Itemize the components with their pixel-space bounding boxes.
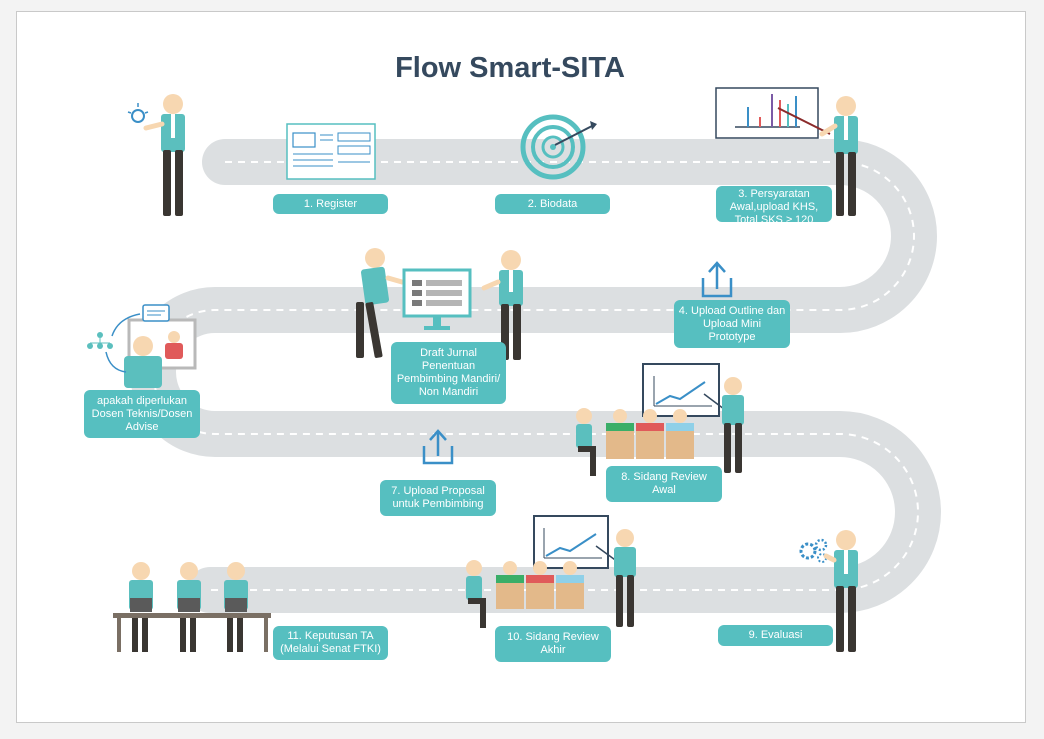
step-draft-jurnal-label: Draft Jurnal Penentuan Pembimbing Mandir… (391, 342, 506, 404)
road-center-dash (152, 161, 919, 591)
step-keputusan-ta-label: 11. Keputusan TA (Melalui Senat FTKI) (273, 626, 388, 660)
presentation-icon (466, 515, 636, 628)
person-presenter-icon (819, 96, 858, 216)
step-sidang-review-akhir-label: 10. Sidang Review Akhir (495, 626, 611, 662)
step-upload-proposal-label: 7. Upload Proposal untuk Pembimbing (380, 480, 496, 516)
presentation-icon (576, 363, 744, 476)
step-register-label: 1. Register (273, 194, 388, 214)
diagram-title: Flow Smart-SITA (395, 52, 625, 84)
target-icon (520, 114, 597, 180)
step-upload-outline-label: 4. Upload Outline dan Upload Mini Protot… (674, 300, 790, 348)
step-sidang-review-awal-label: 8. Sidang Review Awal (606, 466, 722, 502)
gears-icon (799, 538, 828, 563)
step-biodata-label: 2. Biodata (495, 194, 610, 214)
person-right-draft-icon (481, 250, 523, 360)
network-icon (87, 304, 197, 388)
step-dosen-teknis-label: apakah diperlukan Dosen Teknis/Dosen Adv… (84, 390, 200, 438)
step-evaluasi-label: 9. Evaluasi (718, 625, 833, 646)
committee-icon (113, 562, 271, 652)
step-persyaratan-label: 3. Persyaratan Awal,upload KHS, Total SK… (716, 186, 832, 222)
person-left-draft-icon (356, 248, 405, 358)
monitor-icon (402, 268, 472, 330)
chart-board-icon (715, 87, 831, 139)
person-idea-icon (127, 94, 185, 216)
form-icon (286, 123, 376, 180)
upload-icon (701, 261, 733, 298)
person-evaluator-icon (823, 530, 858, 652)
upload-icon (422, 429, 454, 465)
